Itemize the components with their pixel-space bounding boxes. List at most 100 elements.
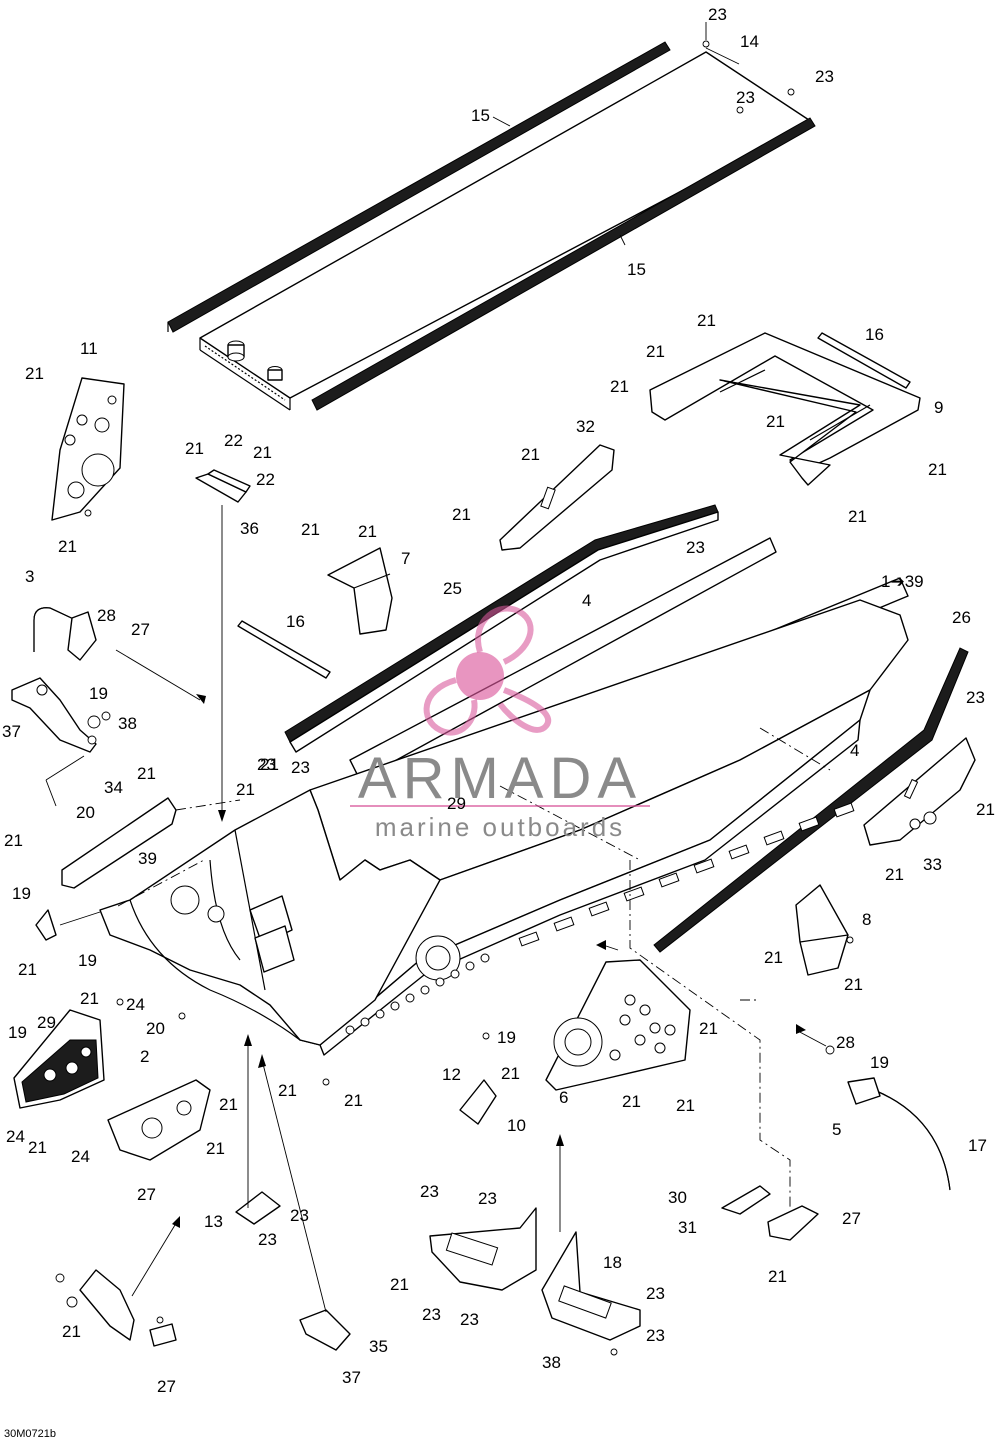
side-plate-12 [545,959,691,1091]
callout: 21 [137,764,156,783]
callout: 26 [952,608,971,627]
callout: 23 [736,88,755,107]
callout: 21 [521,445,540,464]
bracket-18 [541,1231,641,1341]
bracket-11 [51,377,125,521]
callout: 23 [478,1189,497,1208]
drawing-code: 30M0721b [4,1428,56,1440]
callout: 29 [37,1013,56,1032]
callout: 24 [126,995,145,1014]
callout: 11 [80,339,98,358]
bracket-8 [795,884,849,976]
callout: 29 [447,794,466,813]
watermark-logo [350,605,650,807]
callout: 21 [976,800,995,819]
footrest-slots [518,802,855,947]
callout: 19 [89,684,108,703]
callout: 21 [278,1081,297,1100]
bracket-34 [61,797,177,889]
tunnel-cover-14 [199,51,813,411]
callout: 23 [708,5,727,24]
callout: 21 [452,505,471,524]
callout: 21 [206,1139,225,1158]
callout: 28 [836,1033,855,1052]
callout: 19 [870,1053,889,1072]
callout: 21 [4,831,23,850]
callout: 21 [676,1096,695,1115]
callout: 21 [885,865,904,884]
callout: 24 [71,1147,90,1166]
callout: 27 [131,620,150,639]
callout: 8 [862,910,871,929]
callout: 13 [204,1212,223,1231]
callout: 21 [768,1267,787,1286]
watermark-brand: ARMADA [358,746,642,811]
watermark-tagline: marine outboards [375,812,625,842]
leader-lines [45,22,827,1313]
callout: 27 [137,1185,156,1204]
strip-16-lower [237,620,331,679]
callout: 39 [138,849,157,868]
callout: 21 [253,443,272,462]
bracket-37-upper [11,677,97,753]
callout: 23 [422,1305,441,1324]
running-board-holes [345,953,490,1035]
callout: 21 [28,1138,47,1157]
hose-5 [847,1077,951,1191]
callout: 10 [507,1116,526,1135]
callout: 22 [224,431,243,450]
callout: 35 [369,1337,388,1356]
callout: 21 [764,948,783,967]
fasteners [55,40,854,1356]
bracket-31 [767,1205,819,1241]
callout: 21 [219,1095,238,1114]
callout: 21 [358,522,377,541]
callout: 21 [928,460,947,479]
callout: 28 [97,606,116,625]
callout: 23 [646,1284,665,1303]
callout: 21 [697,311,716,330]
callout: 37 [2,722,21,741]
callout: 20 [76,803,95,822]
callout: 23 [420,1182,439,1201]
handle-3 [33,607,97,661]
callout: 21 [390,1275,409,1294]
callout: 38 [542,1353,561,1372]
dash-dot-lines [117,727,831,1210]
callout: 20 [146,1019,165,1038]
callout: 23 [460,1310,479,1329]
callout: 34 [104,778,123,797]
callout: 24 [6,1127,25,1146]
callout: 9 [934,398,943,417]
callout: 19 [12,884,31,903]
callout: 21 [62,1322,81,1341]
callout: 27 [842,1209,861,1228]
main-tunnel-1 [99,599,909,1056]
bracket-30 [721,1185,771,1215]
callout: 27 [157,1377,176,1396]
callout: 21 [260,755,279,774]
bracket-2 [13,1009,105,1109]
callout: 19 [497,1028,516,1047]
bracket-6 [459,1079,497,1125]
callout: 3 [25,567,34,586]
bracket-17 [429,1207,537,1291]
callout: 21 [58,537,77,556]
callout: 30 [668,1188,687,1207]
callout: 5 [832,1120,841,1139]
callout: 31 [678,1218,697,1237]
callout: 23 [291,758,310,777]
bracket-35 [299,1309,351,1351]
callout: 21 [236,780,255,799]
callout: 23 [290,1206,309,1225]
callout: 21 [301,520,320,539]
callout: 38 [118,714,137,733]
callout: 23 [258,1230,277,1249]
callout: 21 [848,507,867,526]
bracket-7 [327,547,393,635]
slide-rail-25 [284,504,719,753]
bracket-9 [649,332,921,486]
callout: 16 [865,325,884,344]
callout: 21 [18,960,37,979]
